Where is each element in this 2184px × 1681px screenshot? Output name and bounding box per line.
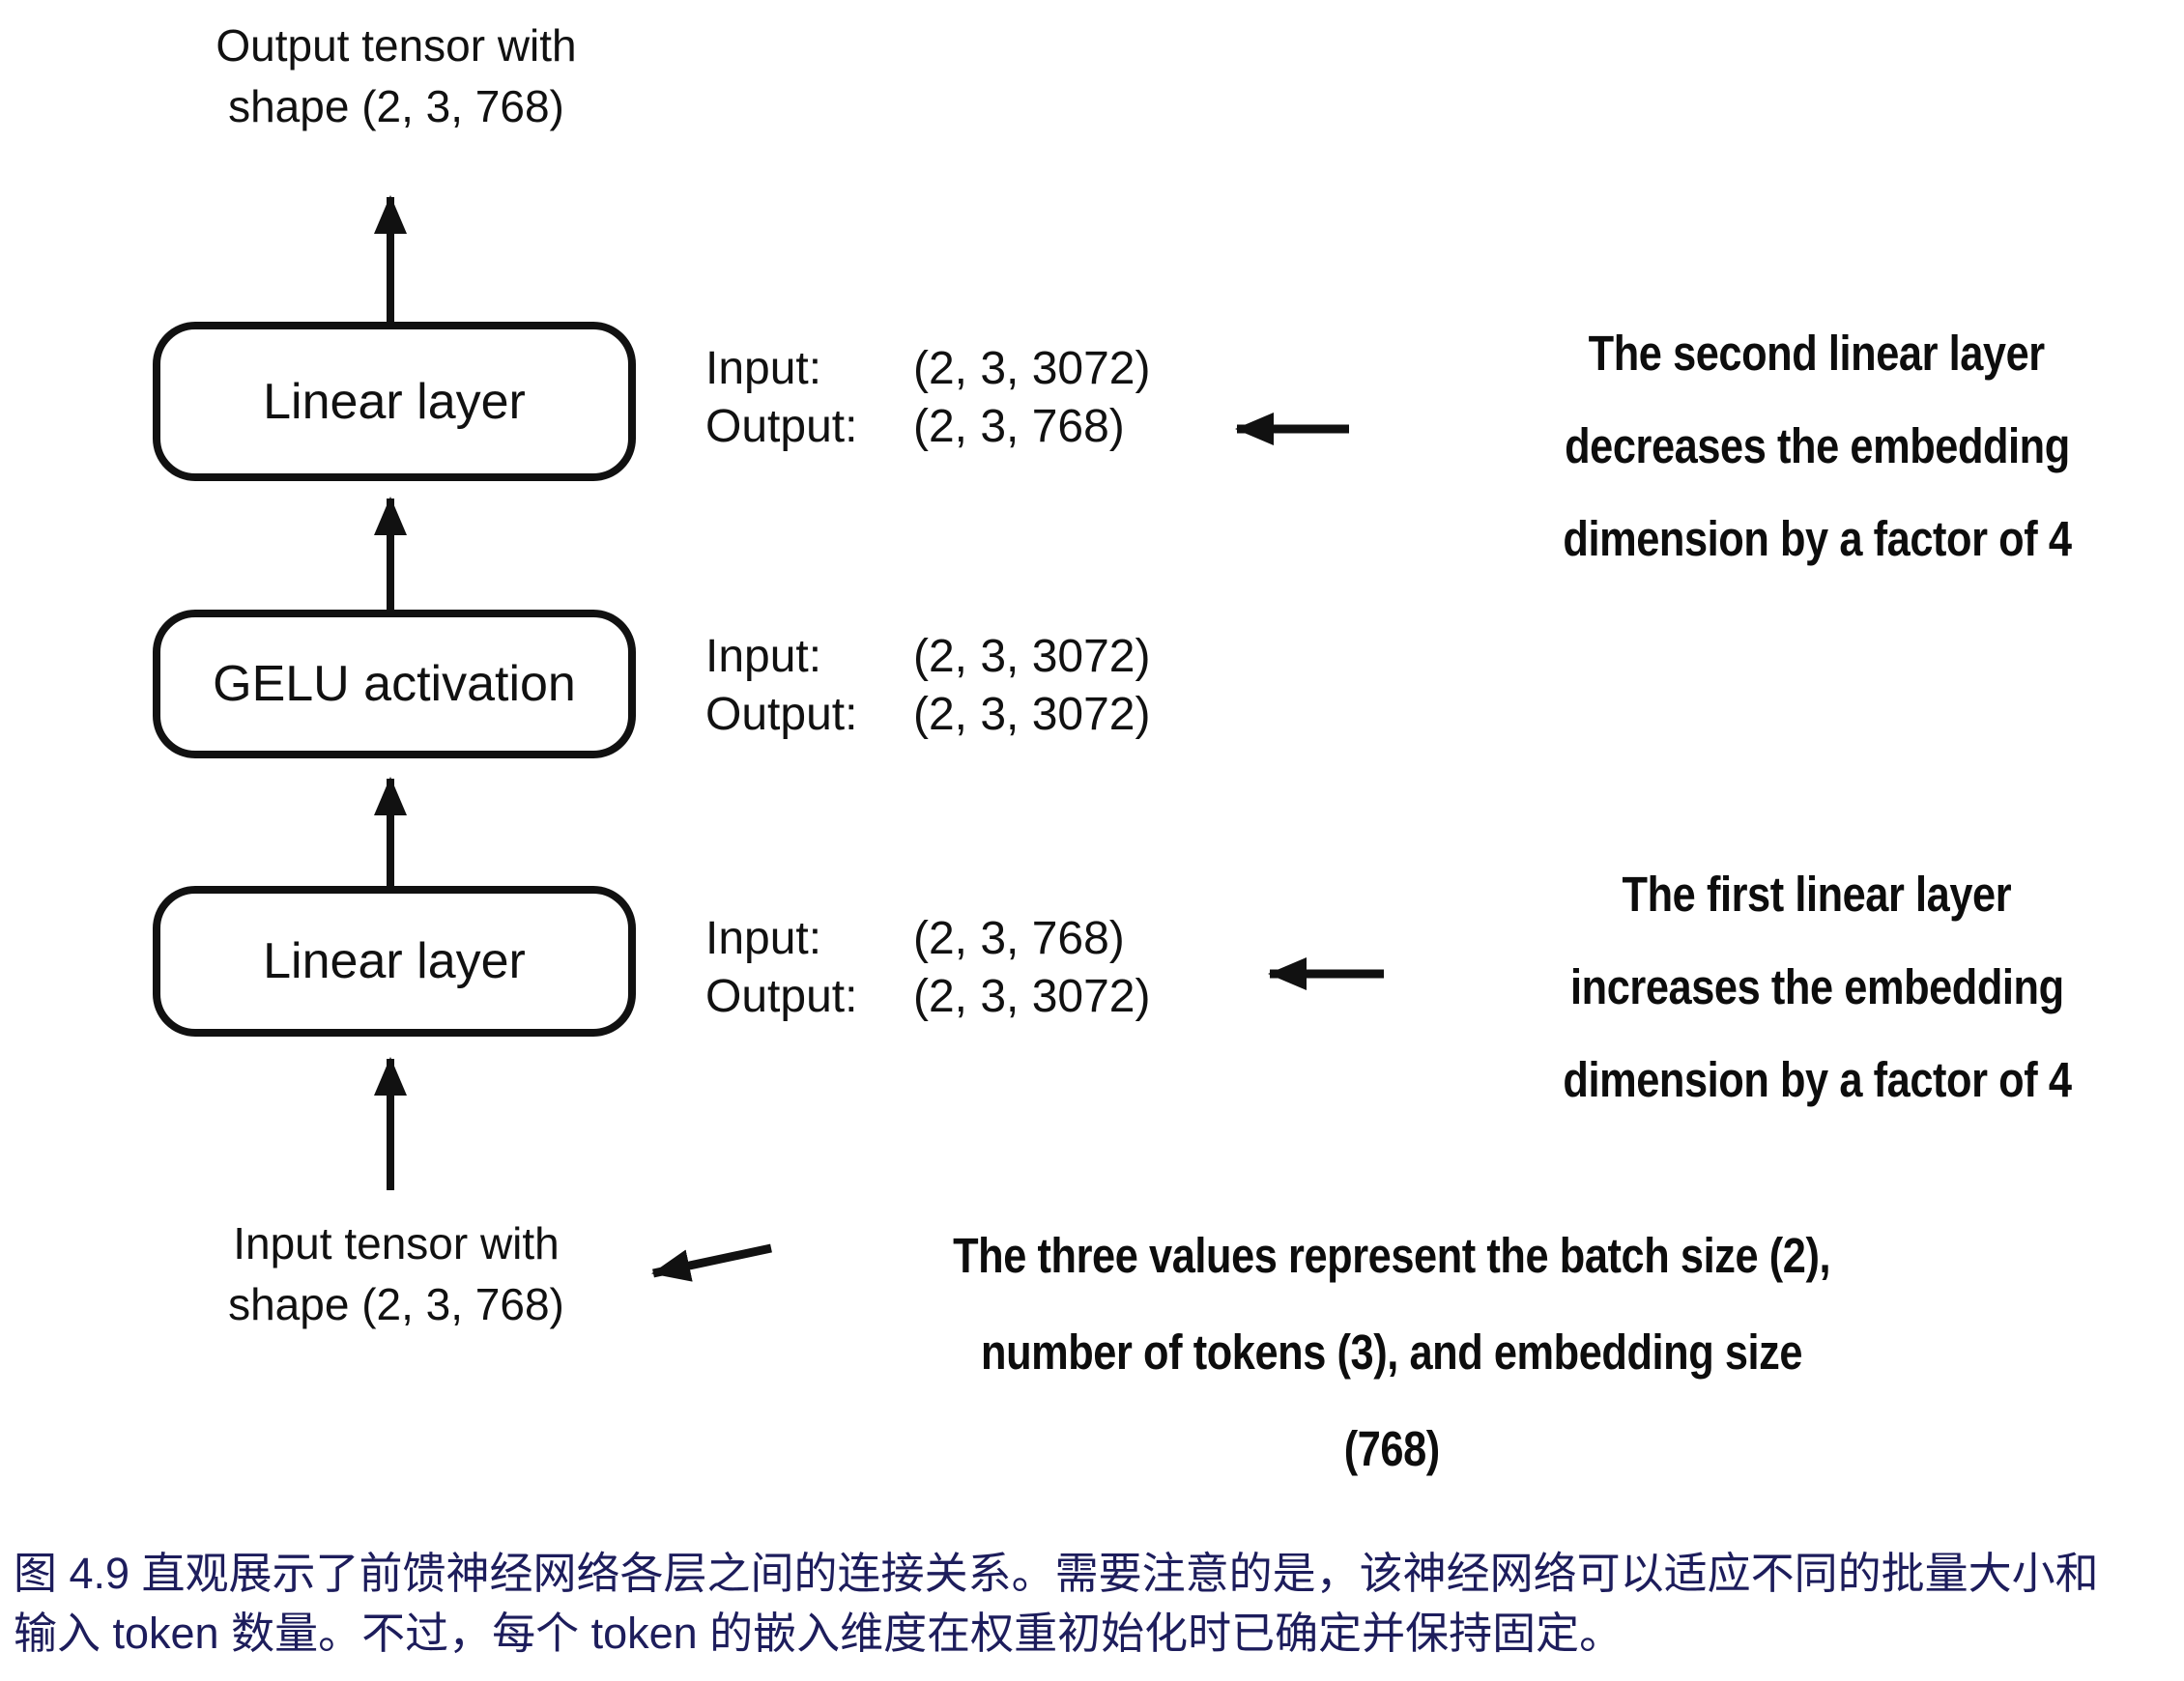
io-linear-top: Input: (2, 3, 3072) Output: (2, 3, 768) [705, 340, 1150, 456]
input-tensor-line1: Input tensor with [233, 1218, 560, 1268]
note-batch-values: The three values represent the batch siz… [812, 1208, 1971, 1497]
io-input-label: Input: [705, 343, 822, 394]
output-tensor-line2: shape (2, 3, 768) [228, 81, 564, 131]
io-input-value: (2, 3, 3072) [913, 343, 1151, 394]
io-gelu: Input: (2, 3, 3072) Output: (2, 3, 3072) [705, 628, 1150, 744]
arrow-down-left-icon [651, 1243, 772, 1282]
io-input-value: (2, 3, 768) [913, 913, 1125, 964]
output-tensor-label: Output tensor with shape (2, 3, 768) [126, 15, 667, 137]
io-linear-bottom: Input: (2, 3, 768) Output: (2, 3, 3072) [705, 910, 1150, 1026]
io-input-label: Input: [705, 913, 822, 964]
input-tensor-label: Input tensor with shape (2, 3, 768) [126, 1213, 667, 1335]
linear-layer-top-label: Linear layer [263, 373, 526, 430]
gelu-activation-label: GELU activation [213, 656, 576, 712]
note-batch-values-line1: The three values represent the batch siz… [953, 1228, 1830, 1283]
note-first-linear: The first linear layer increases the emb… [1459, 848, 2174, 1126]
note-batch-values-line3: (768) [1343, 1421, 1440, 1476]
input-tensor-line2: shape (2, 3, 768) [228, 1279, 564, 1329]
figure-caption: 图 4.9 直观展示了前馈神经网络各层之间的连接关系。需要注意的是，该神经网络可… [14, 1544, 2170, 1664]
io-input-label: Input: [705, 631, 822, 682]
io-output-value: (2, 3, 768) [913, 401, 1125, 452]
gelu-activation-box: GELU activation [153, 610, 636, 758]
figure-caption-line2: 输入 token 数量。不过，每个 token 的嵌入维度在权重初始化时已确定并… [14, 1609, 1624, 1658]
io-output-label: Output: [705, 689, 858, 740]
note-batch-values-line2: number of tokens (3), and embedding size [980, 1325, 1803, 1380]
io-output-value: (2, 3, 3072) [913, 971, 1151, 1022]
io-output-value: (2, 3, 3072) [913, 689, 1151, 740]
note-first-linear-line3: dimension by a factor of 4 [1562, 1052, 2072, 1107]
note-second-linear-line1: The second linear layer [1588, 326, 2046, 381]
note-first-linear-line1: The first linear layer [1622, 867, 2012, 922]
output-tensor-line1: Output tensor with [216, 20, 577, 71]
note-second-linear-line2: decreases the embedding [1564, 418, 2070, 473]
linear-layer-bottom-box: Linear layer [153, 886, 636, 1037]
figure-caption-line1: 图 4.9 直观展示了前馈神经网络各层之间的连接关系。需要注意的是，该神经网络可… [14, 1549, 2099, 1598]
io-input-value: (2, 3, 3072) [913, 631, 1151, 682]
linear-layer-bottom-label: Linear layer [263, 933, 526, 989]
note-first-linear-line2: increases the embedding [1569, 959, 2064, 1014]
linear-layer-top-box: Linear layer [153, 322, 636, 481]
io-output-label: Output: [705, 971, 858, 1022]
io-output-label: Output: [705, 401, 858, 452]
note-second-linear-line3: dimension by a factor of 4 [1562, 511, 2072, 566]
note-second-linear: The second linear layer decreases the em… [1459, 307, 2174, 585]
